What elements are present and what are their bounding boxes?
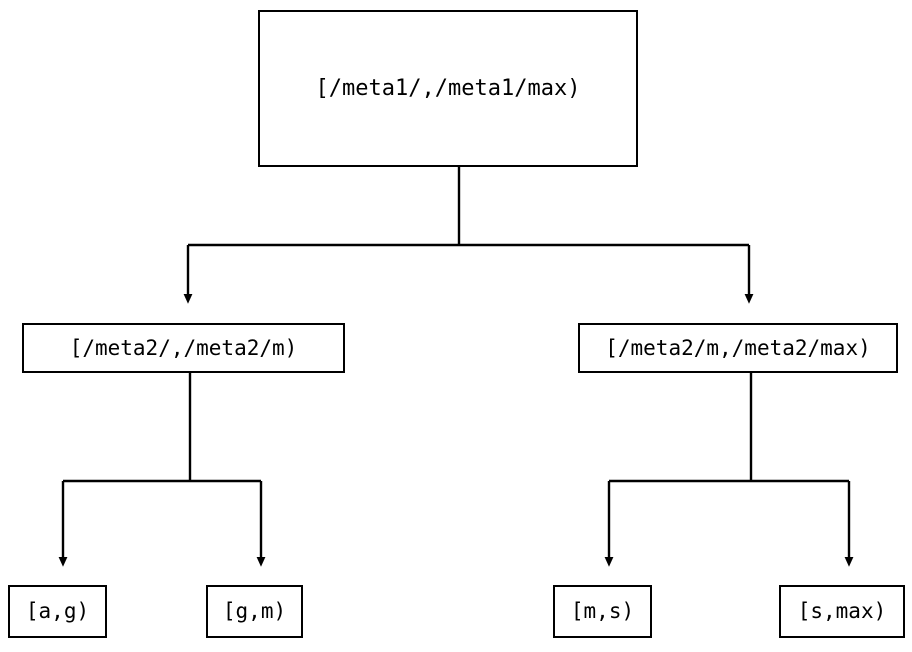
tree-node-mid-left-label: [/meta2/,/meta2/m)	[69, 335, 298, 360]
tree-node-root-label: [/meta1/,/meta1/max)	[315, 75, 581, 101]
tree-node-leaf-gm[interactable]: [g,m)	[206, 585, 303, 638]
tree-node-leaf-smax-label: [s,max)	[797, 599, 887, 623]
tree-node-leaf-ms-label: [m,s)	[570, 599, 635, 623]
tree-node-leaf-ag[interactable]: [a,g)	[8, 585, 107, 638]
tree-node-mid-right[interactable]: [/meta2/m,/meta2/max)	[578, 323, 898, 373]
tree-node-leaf-ms[interactable]: [m,s)	[553, 585, 652, 638]
tree-node-leaf-smax[interactable]: [s,max)	[779, 585, 905, 638]
tree-node-root[interactable]: [/meta1/,/meta1/max)	[258, 10, 638, 167]
tree-node-leaf-ag-label: [a,g)	[25, 599, 90, 623]
tree-node-mid-right-label: [/meta2/m,/meta2/max)	[605, 335, 871, 360]
tree-node-leaf-gm-label: [g,m)	[222, 599, 287, 623]
tree-node-mid-left[interactable]: [/meta2/,/meta2/m)	[22, 323, 345, 373]
